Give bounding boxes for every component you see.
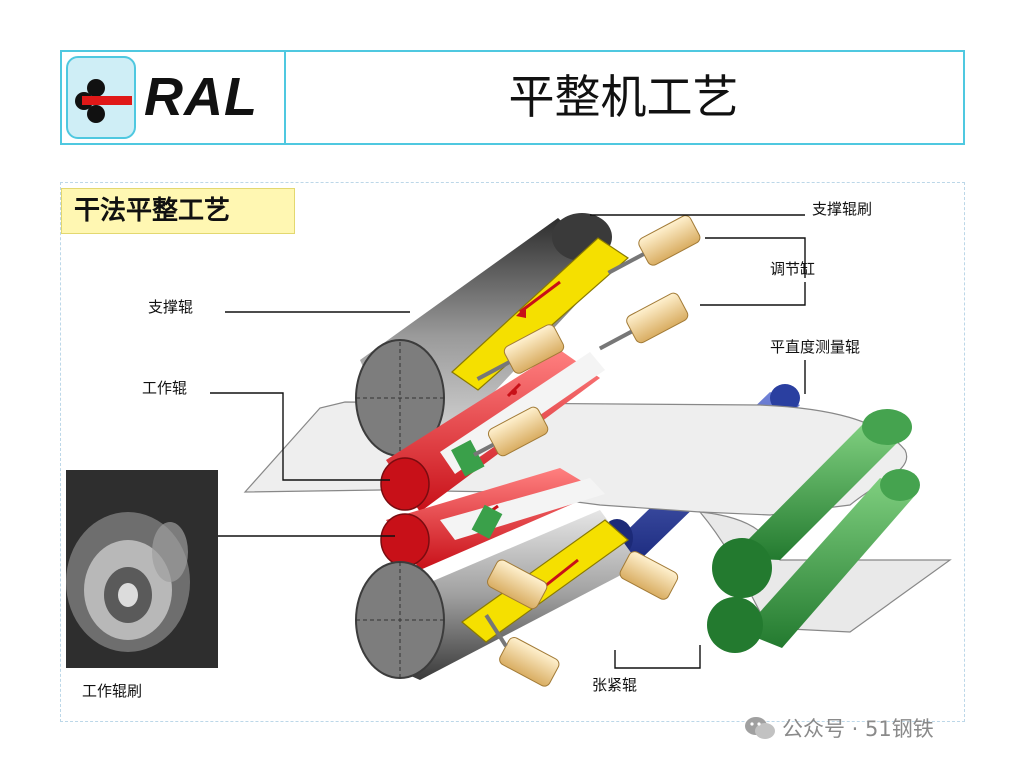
wechat-icon xyxy=(744,715,776,746)
label-work-roll: 工作辊 xyxy=(142,379,187,397)
label-backup-roll: 支撑辊 xyxy=(148,298,193,316)
watermark-text: 公众号 · 51钢铁 xyxy=(782,717,934,741)
label-work-roll-brush: 工作辊刷 xyxy=(82,682,142,700)
label-adjust-cylinder: 调节缸 xyxy=(770,260,815,278)
label-tension-roll: 张紧辊 xyxy=(592,676,637,694)
label-backup-roll-brush: 支撑辊刷 xyxy=(812,200,872,218)
work-roll-brush-photo xyxy=(66,470,218,668)
label-flatness-roll: 平直度测量辊 xyxy=(770,338,860,356)
watermark: 公众号 · 51钢铁 xyxy=(744,713,934,746)
section-tag: 干法平整工艺 xyxy=(61,188,295,234)
